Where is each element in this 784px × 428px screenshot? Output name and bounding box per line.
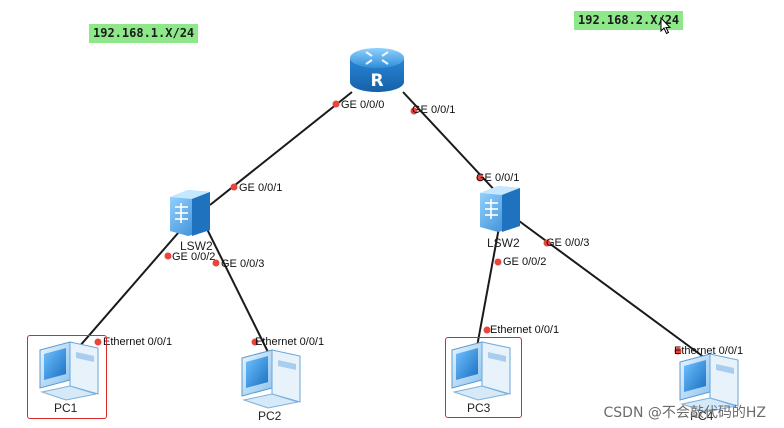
- pc3-name-label: PC3: [467, 401, 491, 415]
- cursor-icon: [660, 17, 672, 35]
- subnet-label-left: 192.168.1.X/24: [89, 24, 199, 43]
- router-port-right-label: GE 0/0/1: [412, 104, 456, 116]
- link-router-lsw-right: [402, 91, 501, 197]
- lsw-left-name-label: LSW2: [180, 239, 213, 253]
- lsw-right-uplink-label: GE 0/0/1: [476, 172, 520, 184]
- port-dot-pc3: [483, 326, 491, 334]
- pc1-port-label: Ethernet 0/0/1: [103, 336, 173, 348]
- router-glyph: R: [370, 71, 383, 91]
- router-icon[interactable]: R: [350, 48, 404, 92]
- switch-left-icon[interactable]: [170, 190, 210, 236]
- port-dot-pc2: [251, 338, 259, 346]
- port-dot-lsw-left-uplink: [230, 183, 238, 191]
- pc3-port-label: Ethernet 0/0/1: [490, 324, 560, 336]
- lsw-right-pc3-port-label: GE 0/0/2: [503, 256, 547, 268]
- port-dot-pc1: [94, 338, 102, 346]
- port-dot-router-right: [410, 107, 418, 115]
- lsw-right-pc4-port-label: GE 0/0/3: [546, 237, 590, 249]
- lsw-right-name-label: LSW2: [487, 236, 520, 250]
- pc1-highlight-box: [27, 335, 107, 419]
- port-dot-lsw-left-pc2: [212, 259, 220, 267]
- pc1-icon[interactable]: [39, 341, 99, 401]
- pc4-name-label: PC4: [690, 409, 714, 423]
- pc1-name-label: PC1: [54, 401, 78, 415]
- port-dot-lsw-right-pc4: [543, 239, 551, 247]
- pc3-icon[interactable]: [451, 341, 511, 401]
- router-port-left-label: GE 0/0/0: [341, 99, 385, 111]
- watermark-text: CSDN @不会敲代码的HZ: [603, 405, 766, 421]
- pc3-highlight-box: [445, 337, 522, 418]
- lsw-left-pc2-port-label: GE 0/0/3: [221, 258, 265, 270]
- switch-right-icon[interactable]: [480, 186, 520, 232]
- subnet-label-right: 192.168.2.X/24: [574, 11, 684, 30]
- link-lsw-right-pc4: [514, 217, 706, 359]
- port-dot-lsw-right-uplink: [476, 174, 484, 182]
- link-lsw-left-pc1: [71, 224, 186, 356]
- link-lsw-right-pc3: [475, 221, 501, 353]
- port-dot-pc4: [674, 347, 682, 355]
- port-dot-lsw-right-pc3: [494, 258, 502, 266]
- pc2-icon[interactable]: [241, 349, 301, 409]
- pc4-icon[interactable]: [679, 353, 739, 413]
- pc4-port-label: Ethernet 0/0/1: [674, 345, 744, 357]
- pc2-port-label: Ethernet 0/0/1: [255, 336, 325, 348]
- lsw-left-uplink-label: GE 0/0/1: [239, 182, 283, 194]
- port-dot-router-left: [332, 100, 340, 108]
- pc2-name-label: PC2: [258, 409, 282, 423]
- lsw-left-pc1-port-label: GE 0/0/2: [172, 251, 216, 263]
- port-dot-lsw-left-pc1: [164, 252, 172, 260]
- link-lsw-left-pc2: [204, 224, 269, 353]
